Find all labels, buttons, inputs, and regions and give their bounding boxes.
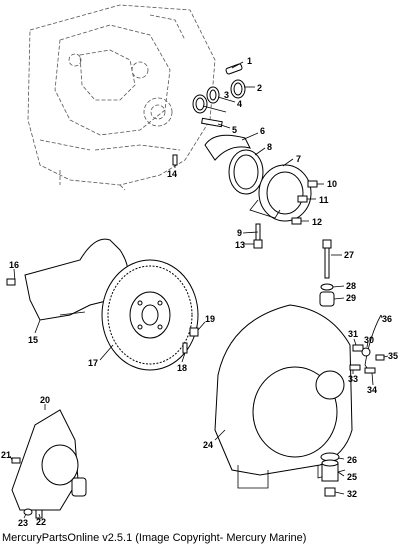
callout-27: 27 bbox=[344, 250, 354, 260]
callout-29: 29 bbox=[346, 293, 356, 303]
callout-11: 11 bbox=[319, 195, 329, 205]
engine-block-outline bbox=[27, 4, 216, 191]
part-4-seal bbox=[192, 94, 208, 114]
callout-35: 35 bbox=[388, 351, 398, 361]
callout-31: 31 bbox=[348, 329, 358, 339]
part-28-washer bbox=[320, 283, 334, 291]
part-29-spacer bbox=[319, 291, 335, 307]
part-23-washer bbox=[23, 508, 33, 516]
callout-6: 6 bbox=[260, 126, 265, 136]
callout-24: 24 bbox=[203, 440, 213, 450]
part-31-fitting bbox=[352, 344, 364, 352]
callout-34: 34 bbox=[367, 385, 377, 395]
part-1-pin bbox=[225, 63, 243, 75]
part-16-screw bbox=[6, 278, 16, 286]
part-6-cover-plate bbox=[204, 134, 251, 161]
callout-1: 1 bbox=[247, 56, 252, 66]
part-20-drive-coupler bbox=[11, 409, 87, 511]
callout-2: 2 bbox=[257, 83, 262, 93]
callout-33: 33 bbox=[348, 374, 358, 384]
part-3-bushing bbox=[206, 86, 220, 104]
callout-15: 15 bbox=[28, 335, 38, 345]
copyright-footer: MercuryPartsOnline v2.5.1 (Image Copyrig… bbox=[2, 532, 307, 544]
part-36-cable bbox=[364, 314, 382, 373]
part-17-flywheel bbox=[101, 259, 199, 371]
callout-5: 5 bbox=[232, 125, 237, 135]
callout-23: 23 bbox=[18, 518, 28, 528]
part-18-dowel bbox=[182, 342, 188, 354]
callout-25: 25 bbox=[347, 472, 357, 482]
part-12-bolt bbox=[291, 217, 302, 225]
part-35-bolt bbox=[375, 354, 385, 361]
part-2-seal bbox=[230, 79, 246, 99]
callout-28: 28 bbox=[346, 281, 356, 291]
part-5-dowel bbox=[201, 117, 223, 128]
part-25-cushion bbox=[321, 459, 339, 482]
callout-14: 14 bbox=[167, 169, 177, 179]
part-11-bolt bbox=[297, 195, 308, 203]
part-14-pin bbox=[172, 154, 178, 166]
part-34-bolt bbox=[364, 367, 376, 374]
callout-16: 16 bbox=[9, 260, 19, 270]
callout-17: 17 bbox=[88, 358, 98, 368]
part-8-rear-seal bbox=[228, 149, 264, 195]
callout-7: 7 bbox=[296, 154, 301, 164]
callout-12: 12 bbox=[312, 217, 322, 227]
part-32-nut bbox=[324, 487, 336, 497]
callout-13: 13 bbox=[235, 240, 245, 250]
part-33-bolt bbox=[349, 364, 361, 371]
callout-32: 32 bbox=[347, 489, 357, 499]
callout-36: 36 bbox=[382, 314, 392, 324]
callout-18: 18 bbox=[177, 363, 187, 373]
part-21-screw bbox=[11, 457, 21, 464]
leader-lines bbox=[9, 61, 389, 519]
callout-8: 8 bbox=[267, 142, 272, 152]
callout-22: 22 bbox=[36, 517, 46, 527]
callout-19: 19 bbox=[205, 314, 215, 324]
part-13-nut bbox=[253, 239, 263, 249]
callout-20: 20 bbox=[40, 395, 50, 405]
callout-30: 30 bbox=[364, 335, 374, 345]
callout-10: 10 bbox=[327, 179, 337, 189]
part-24-flywheel-housing bbox=[214, 304, 353, 489]
callout-26: 26 bbox=[347, 455, 357, 465]
callout-21: 21 bbox=[1, 450, 11, 460]
part-7-seal-housing bbox=[249, 164, 312, 222]
part-19-bolt bbox=[189, 327, 199, 337]
part-27-bolt bbox=[322, 239, 332, 279]
callout-3: 3 bbox=[224, 90, 229, 100]
callout-labels: 1 2 3 4 5 6 7 8 9 10 11 12 13 14 15 16 1… bbox=[1, 56, 398, 528]
part-10-bolt bbox=[307, 180, 318, 188]
callout-9: 9 bbox=[237, 228, 242, 238]
part-30-washer bbox=[361, 347, 371, 357]
callout-4: 4 bbox=[237, 99, 242, 109]
